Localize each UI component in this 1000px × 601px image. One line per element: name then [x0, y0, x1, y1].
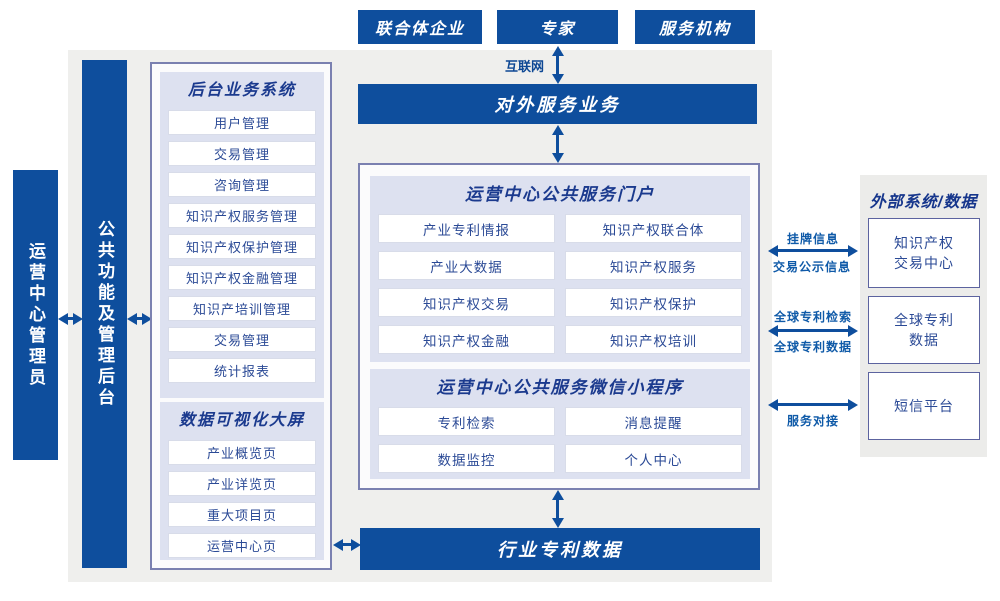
extbox-line: 交易中心 — [894, 255, 954, 271]
left-panel: 后台业务系统 用户管理 交易管理 咨询管理 知识产权服务管理 知识产权保护管理 … — [150, 62, 332, 570]
global-patent-arrow-icon — [768, 324, 858, 337]
backend-item: 用户管理 — [168, 110, 316, 135]
portal-item: 知识产权保护 — [565, 288, 742, 317]
portal-subpanel-title: 运营中心公共服务门户 — [465, 185, 655, 204]
miniprogram-item: 专利检索 — [378, 407, 555, 436]
sms-service-arrow-icon — [768, 398, 858, 411]
portal-item: 知识产权金融 — [378, 325, 555, 354]
entity-label: 服务机构 — [658, 21, 731, 38]
dashboard-item: 产业详览页 — [168, 471, 316, 496]
admin-rail-label: 运营中心管理员 — [26, 241, 45, 389]
backend-rail-label: 公共功能及管理后台 — [95, 219, 114, 409]
entity-box-service-org: 服务机构 — [635, 10, 755, 44]
dashboard-item: 运营中心页 — [168, 533, 316, 558]
backend-item: 知识产权金融管理 — [168, 265, 316, 290]
external-box-trade-center: 知识产权 交易中心 — [868, 218, 980, 288]
backend-subpanel-title: 后台业务系统 — [187, 82, 296, 99]
external-panel-title: 外部系统/数据 — [869, 194, 978, 211]
extbox-line: 全球专利 — [894, 312, 954, 328]
backend-subpanel: 后台业务系统 用户管理 交易管理 咨询管理 知识产权服务管理 知识产权保护管理 … — [160, 72, 324, 398]
external-service-bar: 对外服务业务 — [358, 84, 757, 124]
miniprogram-item: 个人中心 — [565, 444, 742, 473]
extbox-line: 短信平台 — [894, 398, 954, 414]
external-service-label: 对外服务业务 — [494, 95, 621, 115]
global-patent-search-label: 全球专利检索 — [773, 310, 852, 324]
portal-to-industry-arrow-icon — [551, 490, 564, 528]
dashboard-subpanel-title: 数据可视化大屏 — [178, 412, 305, 429]
extbox-line: 数据 — [909, 332, 939, 348]
portal-item: 知识产权交易 — [378, 288, 555, 317]
portal-item: 产业大数据 — [378, 251, 555, 280]
entity-label: 专家 — [539, 21, 576, 38]
backend-item: 知识产培训管理 — [168, 296, 316, 321]
admin-rail: 运营中心管理员 — [13, 170, 58, 460]
portal-grid: 产业专利情报 知识产权联合体 产业大数据 知识产权服务 知识产权交易 知识产权保… — [378, 214, 742, 354]
external-box-global-patent: 全球专利 数据 — [868, 296, 980, 364]
backend-item: 咨询管理 — [168, 172, 316, 197]
center-panel: 运营中心公共服务门户 产业专利情报 知识产权联合体 产业大数据 知识产权服务 知… — [358, 163, 760, 490]
portal-item: 知识产权联合体 — [565, 214, 742, 243]
admin-backend-arrow-icon — [58, 312, 83, 325]
entity-box-experts: 专家 — [497, 10, 618, 44]
backend-item: 知识产权服务管理 — [168, 203, 316, 228]
extbox-line: 知识产权 — [894, 235, 954, 251]
external-box-sms: 短信平台 — [868, 372, 980, 440]
internet-label: 互联网 — [504, 59, 544, 74]
trade-publicity-label: 交易公示信息 — [772, 260, 851, 274]
service-to-portal-arrow-icon — [551, 125, 564, 163]
portal-subpanel: 运营中心公共服务门户 产业专利情报 知识产权联合体 产业大数据 知识产权服务 知… — [370, 176, 750, 362]
portal-item: 产业专利情报 — [378, 214, 555, 243]
global-patent-data-label: 全球专利数据 — [773, 340, 852, 354]
dashboard-item: 产业概览页 — [168, 440, 316, 465]
dashboard-item: 重大项目页 — [168, 502, 316, 527]
miniprogram-item: 数据监控 — [378, 444, 555, 473]
trade-center-arrow-icon — [768, 244, 858, 257]
service-connect-label: 服务对接 — [786, 414, 839, 428]
backend-rail: 公共功能及管理后台 — [82, 60, 127, 568]
backend-panel-arrow-icon — [127, 312, 152, 325]
leftpanel-industry-arrow-icon — [333, 538, 361, 551]
industry-patent-label: 行业专利数据 — [497, 540, 623, 560]
miniprogram-grid: 专利检索 消息提醒 数据监控 个人中心 — [378, 407, 742, 473]
entity-label: 联合体企业 — [374, 21, 465, 38]
backend-item: 知识产权保护管理 — [168, 234, 316, 259]
portal-item: 知识产权服务 — [565, 251, 742, 280]
listing-info-label: 挂牌信息 — [786, 232, 839, 246]
dashboard-subpanel: 数据可视化大屏 产业概览页 产业详览页 重大项目页 运营中心页 — [160, 402, 324, 560]
backend-item: 交易管理 — [168, 141, 316, 166]
internet-double-arrow-icon — [551, 46, 564, 84]
backend-item: 统计报表 — [168, 358, 316, 383]
industry-patent-bar: 行业专利数据 — [360, 528, 760, 570]
backend-item: 交易管理 — [168, 327, 316, 352]
miniprogram-subpanel: 运营中心公共服务微信小程序 专利检索 消息提醒 数据监控 个人中心 — [370, 369, 750, 479]
miniprogram-item: 消息提醒 — [565, 407, 742, 436]
miniprogram-subpanel-title: 运营中心公共服务微信小程序 — [436, 378, 684, 397]
entity-box-consortium: 联合体企业 — [358, 10, 482, 44]
portal-item: 知识产权培训 — [565, 325, 742, 354]
